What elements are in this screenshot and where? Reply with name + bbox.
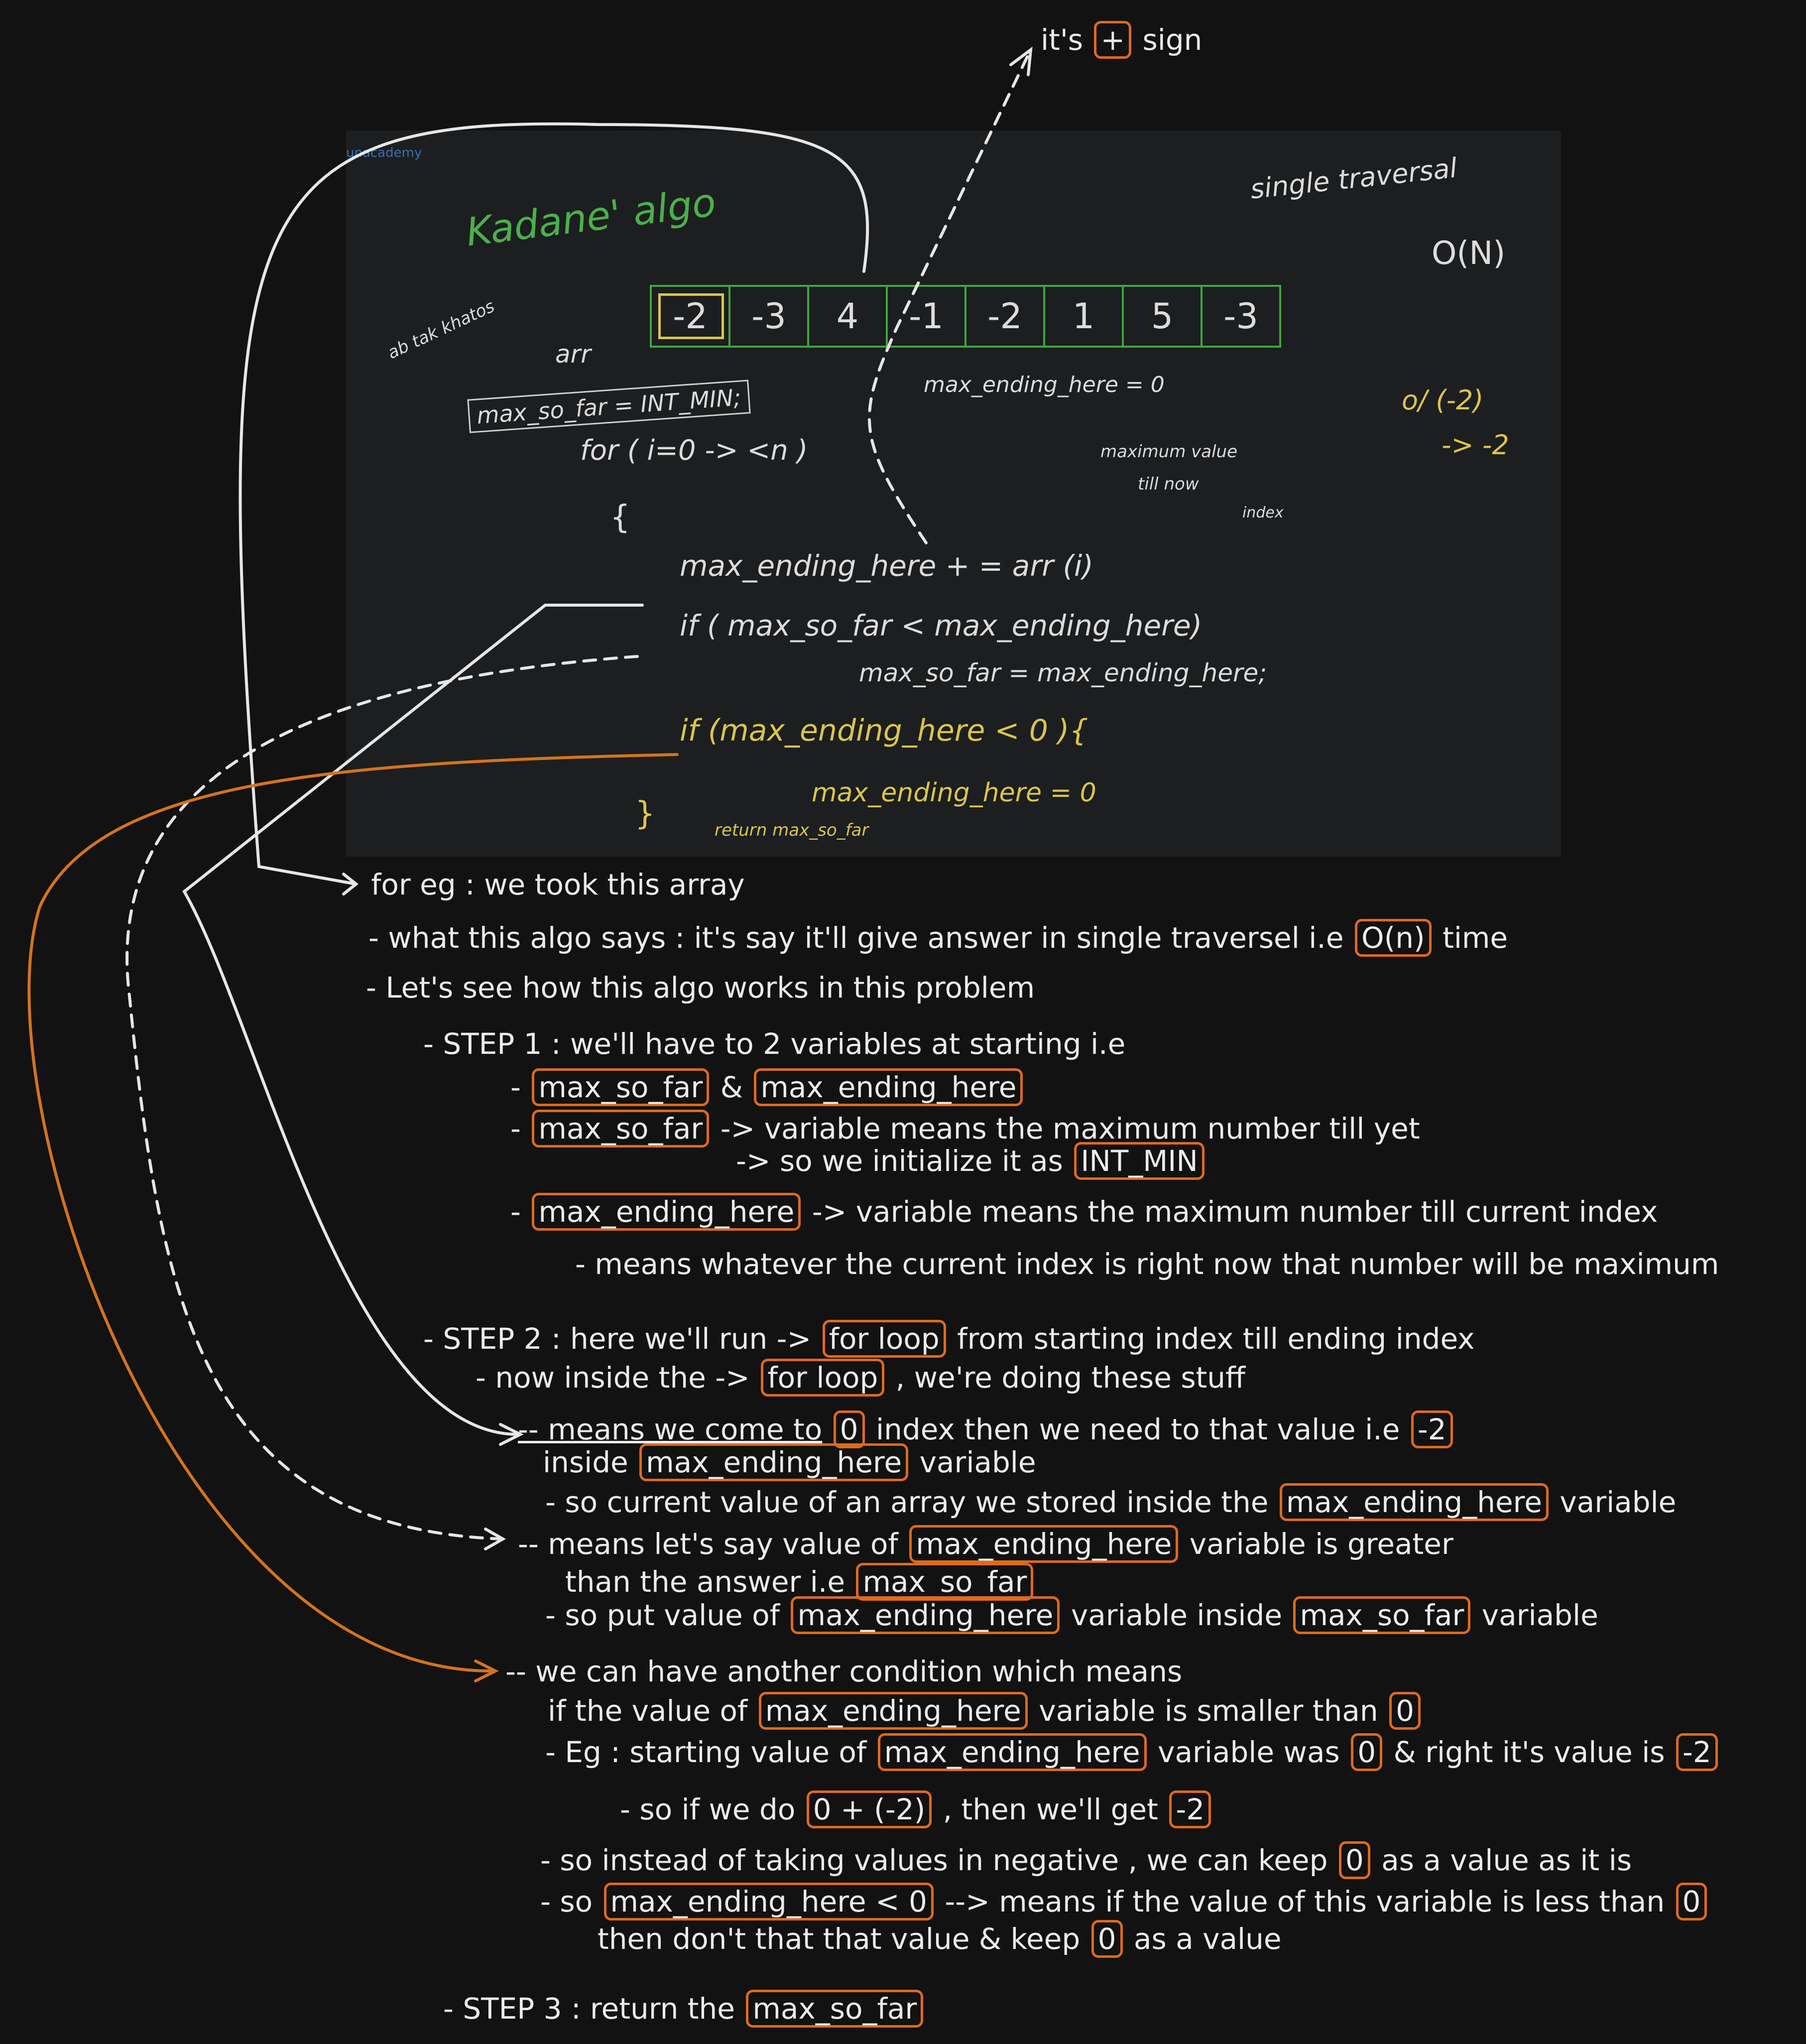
line-return: return max_so_far	[715, 820, 869, 840]
line-reset: max_ending_here = 0	[812, 778, 1096, 808]
step-1-here-desc: - max_ending_here -> variable means the …	[510, 1193, 1658, 1231]
dashed-arrow-to-plus-sign	[867, 53, 1030, 544]
var-max-ending-here: max_ending_here	[754, 1068, 1023, 1106]
array-boxes: -2 -3 4 -1 -2 1 5 -3	[650, 285, 1281, 348]
here-note-2: till now	[1138, 474, 1199, 494]
array-cell: -2	[652, 287, 730, 346]
note-example: for eg : we took this array	[371, 868, 745, 901]
complexity-note: O(N)	[1432, 235, 1506, 272]
line-assign: max_so_far = max_ending_here;	[859, 658, 1267, 687]
point-2-line-2: than the answer i.e max_so_far	[565, 1563, 1035, 1601]
note-how-works: - Let's see how this algo works in this …	[366, 971, 1035, 1005]
point-3-line-6: - so max_ending_here < 0 --> means if th…	[540, 1883, 1709, 1920]
complexity-highlight: O(n)	[1354, 919, 1432, 957]
step-1-init: -> so we initialize it as INT_MIN	[736, 1142, 1206, 1180]
array-cell: 1	[1045, 287, 1124, 346]
white-arrow-to-array-example	[239, 122, 869, 886]
point-2-line-1: -- means let's say value of max_ending_h…	[518, 1525, 1453, 1563]
step-2-inside: - now inside the -> for loop , we're doi…	[476, 1359, 1245, 1397]
white-arrow-to-step-add	[182, 604, 644, 1436]
step-1-vars: - max_so_far & max_ending_here	[510, 1068, 1025, 1106]
orange-arrow-to-negative-condition	[27, 753, 679, 1673]
whiteboard-image: unacademy Kadane' algo single traversal …	[346, 130, 1561, 857]
array-cell: -3	[730, 287, 809, 346]
array-cell: 4	[809, 287, 888, 346]
line-add: max_ending_here + = arr (i)	[680, 549, 1093, 583]
line-if-negative: if (max_ending_here < 0 ){	[680, 713, 1088, 748]
step-1-here-detail: - means whatever the current index is ri…	[575, 1247, 1719, 1281]
open-brace: {	[610, 499, 630, 536]
here-note-1: maximum value	[1100, 442, 1237, 462]
step-2-heading: - STEP 2 : here we'll run -> for loop fr…	[423, 1320, 1474, 1358]
yellow-note-2: -> -2	[1442, 429, 1509, 461]
point-1-line-3: - so current value of an array we stored…	[545, 1483, 1676, 1521]
var-max-so-far: max_so_far	[532, 1110, 710, 1148]
for-loop-highlight: for loop	[822, 1320, 946, 1358]
dashed-arrow-to-step-if	[125, 655, 639, 1540]
step-3: - STEP 3 : return the max_so_far	[443, 1990, 925, 2028]
watermark: unacademy	[346, 145, 422, 160]
point-3-line-2: if the value of max_ending_here variable…	[548, 1692, 1423, 1730]
point-1-line-2: inside max_ending_here variable	[543, 1443, 1036, 1481]
point-3-line-4: - so if we do 0 + (-2) , then we'll get …	[620, 1790, 1213, 1828]
point-3-line-5: - so instead of taking values in negativ…	[540, 1841, 1632, 1879]
point-1-line-1: -- means we come to 0 index then we need…	[518, 1410, 1455, 1448]
var-max-so-far: max_so_far	[532, 1068, 710, 1106]
var-max-ending-here: max_ending_here	[532, 1193, 801, 1231]
step-1-far-desc: - max_so_far -> variable means the maxim…	[510, 1110, 1420, 1148]
for-loop-highlight: for loop	[761, 1359, 885, 1397]
point-2-line-3: - so put value of max_ending_here variab…	[545, 1596, 1598, 1634]
point-3-line-3: - Eg : starting value of max_ending_here…	[545, 1733, 1720, 1771]
array-cell: 5	[1124, 287, 1203, 346]
init-max-ending-here: max_ending_here = 0	[924, 372, 1165, 397]
plus-sign-highlight: +	[1094, 21, 1132, 59]
step-1-heading: - STEP 1 : we'll have to 2 variables at …	[423, 1027, 1126, 1061]
int-min-highlight: INT_MIN	[1074, 1142, 1204, 1180]
array-cell: -2	[966, 287, 1045, 346]
arr-label: arr	[555, 340, 591, 369]
point-3-line-1: -- we can have another condition which m…	[505, 1655, 1183, 1688]
point-3-line-7: then don't that that value & keep 0 as a…	[598, 1920, 1282, 1958]
note-algo-says: - what this algo says : it's say it'll g…	[368, 919, 1508, 957]
array-cell: -3	[1223, 296, 1258, 337]
array-cell: -1	[888, 287, 966, 346]
for-line: for ( i=0 -> <n )	[580, 434, 808, 467]
yellow-note-1: o/ (-2)	[1402, 384, 1484, 416]
top-note: it's + sign	[1041, 21, 1202, 59]
here-note-3: index	[1242, 504, 1284, 521]
close-brace: }	[635, 795, 655, 832]
line-if: if ( max_so_far < max_ending_here)	[680, 609, 1203, 642]
